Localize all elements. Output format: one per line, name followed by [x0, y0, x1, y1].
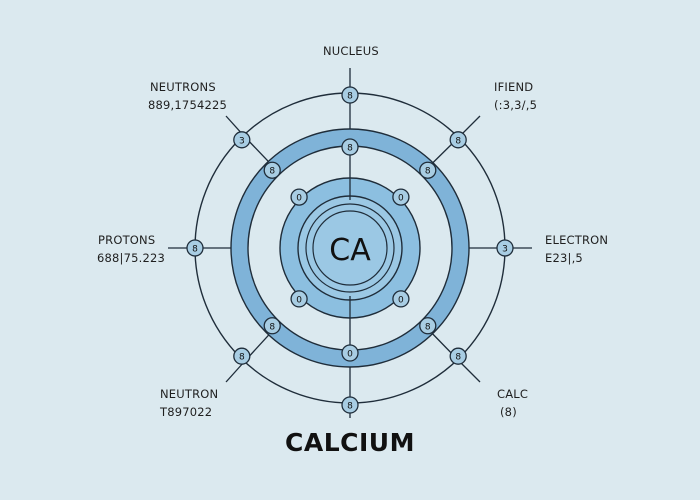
svg-text:0: 0 [398, 194, 404, 204]
inner-node: 0 [392, 188, 410, 206]
svg-text:8: 8 [347, 402, 353, 412]
label-neutron-title: NEUTRON [160, 387, 219, 401]
element-title: CALCIUM [285, 428, 415, 457]
band-node: 8 [419, 161, 437, 179]
svg-text:8: 8 [455, 136, 461, 146]
svg-text:0: 0 [347, 350, 353, 360]
label-protons-value: 688|75.223 [97, 251, 166, 265]
band-node: 8 [263, 317, 281, 335]
label-nucleus: NUCLEUS [323, 44, 379, 58]
svg-text:0: 0 [296, 194, 302, 204]
band-node: 8 [263, 161, 281, 179]
svg-text:3: 3 [239, 136, 245, 146]
svg-text:8: 8 [425, 322, 431, 332]
outer-node: 3 [496, 239, 514, 257]
element-symbol: CA [329, 233, 371, 268]
label-neutron-value: T897022 [160, 405, 213, 419]
svg-text:8: 8 [347, 144, 353, 154]
inner-node: 0 [290, 188, 308, 206]
svg-text:8: 8 [269, 167, 275, 177]
svg-text:0: 0 [296, 295, 302, 305]
svg-text:8: 8 [347, 92, 353, 102]
nodes: 8 8 3 8 8 8 8 3 8 8 8 8 0 8 0 0 0 0 [186, 86, 514, 414]
svg-text:0: 0 [398, 295, 404, 305]
nucleus-ring-3 [312, 210, 388, 286]
label-calc-title: CALC [497, 387, 529, 401]
label-ifiend-value: (:3,3/,5 [494, 98, 538, 112]
svg-text:8: 8 [192, 245, 198, 255]
label-electron-value: E23|,5 [545, 251, 583, 265]
band-node: 0 [341, 344, 359, 362]
outer-node: 8 [449, 347, 467, 365]
outer-node: 8 [186, 239, 204, 257]
svg-text:3: 3 [502, 245, 508, 255]
label-neutrons-value: 889,1754225 [148, 98, 228, 112]
svg-text:8: 8 [239, 353, 245, 363]
band-node: 8 [341, 138, 359, 156]
nucleus-ring-2 [305, 203, 395, 293]
inner-node: 0 [290, 290, 308, 308]
outer-node: 8 [449, 131, 467, 149]
svg-text:8: 8 [455, 353, 461, 363]
label-calc-value: (8) [500, 405, 517, 419]
label-electron-title: ELECTRON [545, 233, 609, 247]
svg-text:8: 8 [269, 322, 275, 332]
label-neutrons-title: NEUTRONS [150, 80, 216, 94]
outer-node: 8 [341, 396, 359, 414]
label-protons-title: PROTONS [98, 233, 156, 247]
outer-node: 8 [341, 86, 359, 104]
inner-node: 0 [392, 290, 410, 308]
svg-text:8: 8 [425, 167, 431, 177]
outer-node: 8 [233, 347, 251, 365]
band-node: 8 [419, 317, 437, 335]
label-ifiend-title: IFIEND [494, 80, 534, 94]
outer-node: 3 [233, 131, 251, 149]
